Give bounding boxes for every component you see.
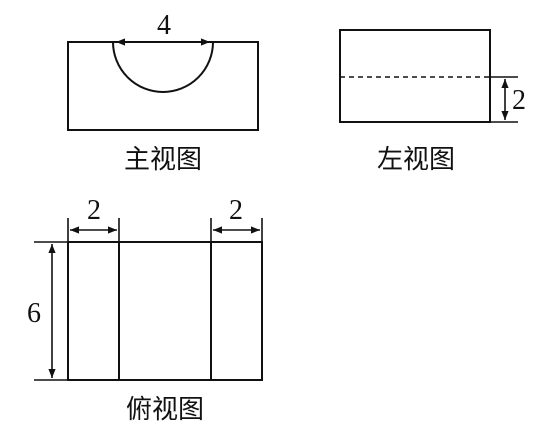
left-view-outline [339,29,491,123]
front-view: 4 主视图 [67,10,259,175]
left-view: 2 左视图 [339,29,526,175]
left-height-label: 2 [512,85,526,116]
left-view-caption: 左视图 [377,145,455,175]
top-right-width-label: 2 [229,195,243,226]
front-arc-width-label: 4 [157,10,171,41]
top-view-outline [67,241,263,381]
front-view-outline [67,41,259,131]
front-view-semicircle-groove [112,41,214,93]
top-left-width-label: 2 [87,195,101,226]
top-view: 2 2 6 俯视图 [27,195,263,425]
front-view-caption: 主视图 [124,145,202,175]
top-view-caption: 俯视图 [126,395,204,425]
top-depth-label: 6 [27,298,41,329]
